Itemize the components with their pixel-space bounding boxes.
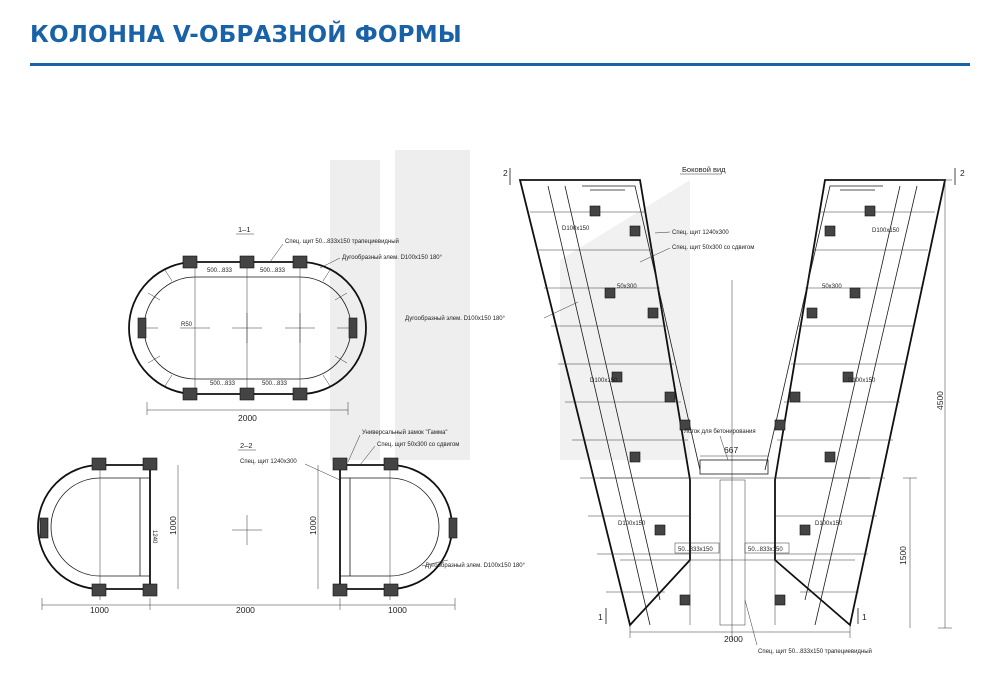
section-1-1: 1–1 R50 500... — [128, 225, 443, 423]
v-label-shift-panel: Спец. щит 50x300 со сдвигом — [672, 245, 754, 251]
cut-mark-1-right: 1 — [862, 612, 867, 622]
section-2-arc-label: Дугообразный элем. D100x150 180° — [425, 562, 526, 569]
section-2-dim-right: 1000 — [388, 605, 407, 615]
section-2-inner-mark: 1240 — [151, 530, 157, 544]
section-2-left-outer — [37, 464, 150, 590]
title-rule — [30, 63, 970, 66]
v-right-arm — [774, 179, 947, 627]
v-dim-2000: 2000 — [724, 634, 743, 644]
section-2-left-clamps — [39, 457, 158, 597]
concrete-tray — [699, 459, 769, 475]
watermark — [330, 150, 690, 460]
section-1-top-mark-b: 500...833 — [260, 268, 286, 274]
v-mark-left-mid: D100x150 — [590, 378, 618, 384]
section-2-2: 2–2 1240 1000 1000 Унив — [37, 429, 526, 615]
section-1-bottom-mark-a: 500...833 — [210, 381, 236, 387]
section-2-height-right: 1000 — [308, 516, 318, 535]
section-1-top-mark-a: 500...833 — [207, 268, 233, 274]
v-mark-right-top: D100x150 — [872, 228, 900, 234]
side-view-title: Боковой вид — [682, 165, 726, 174]
section-2-dim-center: 2000 — [236, 605, 255, 615]
cut-mark-2-left: 2 — [503, 168, 508, 178]
v-dim-4500: 4500 — [935, 391, 945, 410]
section-1-panel-label: Спец. щит 50...833x150 трапециевидный — [285, 238, 399, 245]
section-1-label: 1–1 — [238, 225, 251, 234]
v-right-rungs — [775, 211, 935, 593]
v-mark-left-50x300: 50x300 — [617, 284, 637, 290]
cut-mark-2-right: 2 — [960, 168, 965, 178]
side-view: Боковой вид 2 2 1 1 — [405, 165, 965, 655]
v-tray-label: Лоток для бетонирования — [684, 429, 756, 435]
v-clamps — [589, 205, 876, 606]
section-1-radius: R50 — [181, 322, 193, 328]
v-dim-1500: 1500 — [898, 546, 908, 565]
section-1-bottom-mark-b: 500...833 — [262, 381, 288, 387]
section-2-panel-label: Спец. щит 1240x300 — [240, 459, 297, 465]
section-2-shift-panel-label: Спец. щит 50x300 со сдвигом — [377, 442, 459, 448]
v-mark-right-50x300: 50x300 — [822, 284, 842, 290]
section-1-dim-width: 2000 — [238, 413, 257, 423]
v-mark-bottom-left: 50...833x150 — [678, 547, 713, 553]
v-label-arc: Дугообразный элем. D100x150 180° — [405, 315, 506, 322]
section-2-right-clamps — [332, 457, 458, 597]
section-2-label: 2–2 — [240, 441, 253, 450]
v-bottom-structure — [600, 477, 870, 626]
section-2-height-left: 1000 — [168, 516, 178, 535]
section-1-arc-label: Дугообразный элем. D100x150 180° — [342, 254, 443, 261]
v-label-panel-1240: Спец. щит 1240x300 — [672, 230, 729, 236]
v-mark-left-top: D100x150 — [562, 226, 590, 232]
section-2-dim-left: 1000 — [90, 605, 109, 615]
v-left-arm — [518, 179, 691, 627]
section-1-clamps — [137, 255, 358, 401]
section-2-lock-label: Универсальный замок "Гамма" — [362, 429, 448, 436]
page-title: КОЛОННА V-ОБРАЗНОЙ ФОРМЫ — [30, 22, 462, 48]
v-dim-667: 667 — [724, 445, 738, 455]
v-mark-bottom-d-right: D100x150 — [815, 521, 843, 527]
v-label-bottom-panel: Спец. щит 50...833x150 трапециевидный — [758, 648, 872, 655]
v-mark-bottom-right: 50...833x150 — [748, 547, 783, 553]
v-mark-right-mid: D100x150 — [848, 378, 876, 384]
v-mark-bottom-d-left: D100x150 — [618, 521, 646, 527]
section-2-right-outer — [340, 464, 453, 590]
cut-mark-1-left: 1 — [598, 612, 603, 622]
